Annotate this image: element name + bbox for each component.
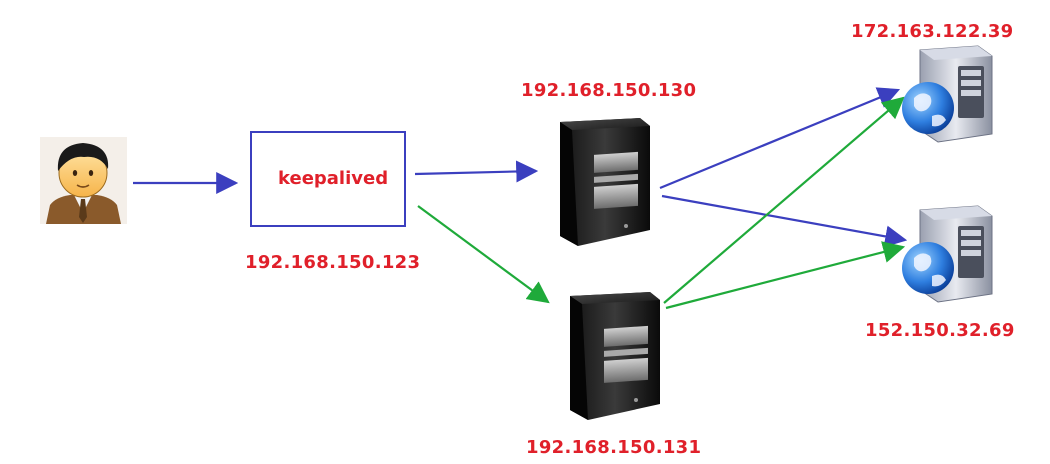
arrow-server-131-to-backend-2 bbox=[665, 241, 906, 310]
keepalived-label: keepalived bbox=[278, 168, 389, 189]
arrow-keepalived-to-server-131 bbox=[417, 205, 550, 304]
backend-2-ip-label: 152.150.32.69 bbox=[865, 320, 1015, 341]
arrow-server-130-to-backend-2 bbox=[661, 194, 908, 248]
server-tower-icon bbox=[560, 118, 650, 246]
arrow-server-130-to-backend-1 bbox=[659, 87, 901, 190]
web-server-globe-icon bbox=[902, 205, 993, 303]
arrow-keepalived-to-server-130 bbox=[414, 160, 539, 183]
arrow-server-131-to-backend-1 bbox=[663, 96, 905, 304]
keepalived-box bbox=[250, 131, 406, 227]
server-130-ip-label: 192.168.150.130 bbox=[521, 80, 697, 101]
backend-1-ip-label: 172.163.122.39 bbox=[851, 21, 1014, 42]
web-server-globe-icon bbox=[902, 45, 993, 143]
server-131-ip-label: 192.168.150.131 bbox=[526, 437, 702, 458]
keepalived-ip-label: 192.168.150.123 bbox=[245, 252, 421, 273]
server-tower-icon bbox=[570, 292, 660, 420]
user-avatar-icon bbox=[40, 137, 127, 224]
